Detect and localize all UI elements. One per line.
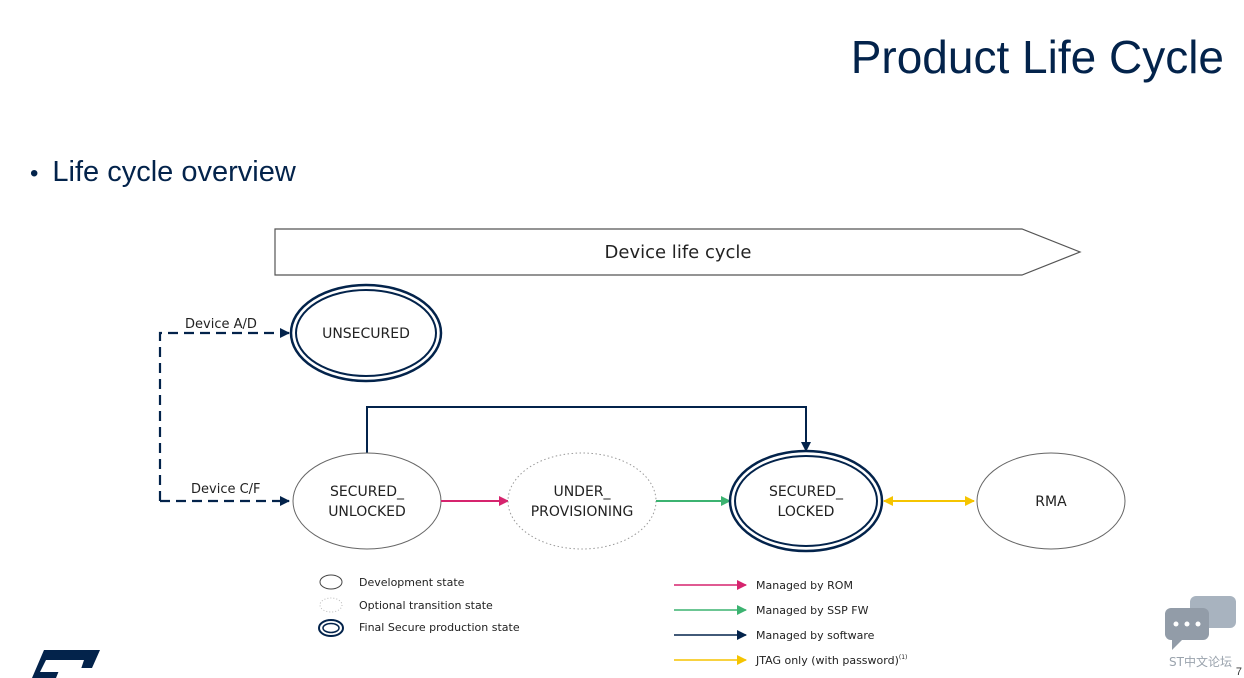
bullet-dot: •	[30, 160, 39, 187]
state-secured-locked-line2: LOCKED	[778, 504, 835, 520]
bullet-item: • Life cycle overview	[30, 156, 296, 189]
st-logo	[32, 650, 100, 678]
forum-watermark: ST中文论坛	[1169, 655, 1232, 669]
legend-optional-label: Optional transition state	[359, 599, 493, 612]
forum-chat-icon	[1165, 596, 1236, 650]
state-under-provisioning-line1: UNDER_	[553, 484, 611, 500]
legend-ssp-label: Managed by SSP FW	[756, 604, 869, 617]
state-under-provisioning: UNDER_ PROVISIONING	[507, 452, 657, 550]
state-under-provisioning-line2: PROVISIONING	[531, 504, 634, 520]
state-unsecured-label: UNSECURED	[322, 326, 410, 342]
page-number: 7	[1235, 666, 1242, 678]
state-secured-unlocked-line1: SECURED_	[330, 484, 405, 500]
banner-label: Device life cycle	[605, 242, 752, 263]
legend-states: Development state Optional transition st…	[318, 574, 520, 637]
legend-development-label: Development state	[359, 576, 465, 589]
state-rma-label: RMA	[1035, 494, 1067, 510]
device-life-cycle-banner: Device life cycle	[274, 228, 1082, 276]
state-rma: RMA	[976, 452, 1126, 550]
state-secured-locked-line1: SECURED_	[769, 484, 844, 500]
software-transition-arrow	[366, 406, 811, 453]
device-cf-label: Device C/F	[191, 482, 261, 497]
device-path-connectors: Device A/D Device C/F	[158, 317, 290, 506]
state-secured-locked: SECURED_ LOCKED	[728, 449, 884, 553]
state-unsecured: UNSECURED	[289, 283, 443, 383]
legend-final-label: Final Secure production state	[359, 621, 520, 634]
page-title: Product Life Cycle	[850, 31, 1224, 83]
bullet-text: Life cycle overview	[52, 156, 296, 188]
legend-development-symbol	[319, 574, 343, 590]
state-secured-unlocked: SECURED_ UNLOCKED	[292, 452, 442, 550]
device-ad-label: Device A/D	[185, 317, 257, 332]
legend-rom-label: Managed by ROM	[756, 579, 853, 592]
legend-jtag-label: JTAG only (with password)(1)	[755, 654, 907, 667]
legend-optional-symbol	[319, 597, 343, 613]
legend-arrows: Managed by ROM Managed by SSP FW Managed…	[674, 579, 907, 667]
state-secured-unlocked-line2: UNLOCKED	[328, 504, 406, 520]
legend-software-label: Managed by software	[756, 629, 875, 642]
